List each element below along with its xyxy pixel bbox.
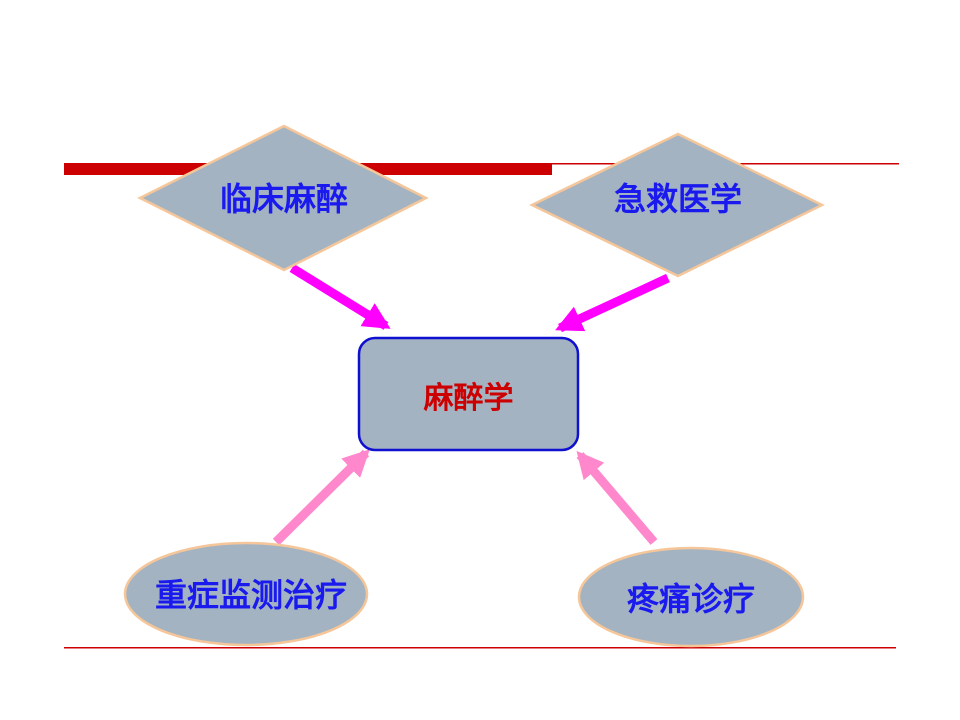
arrow-critical-to-center	[272, 449, 370, 546]
diamond-clinical-anesthesia	[137, 124, 429, 272]
arrow-clinical-to-center	[289, 264, 391, 330]
label-pain-management: 疼痛诊疗	[626, 580, 755, 618]
center-box	[357, 336, 580, 452]
diamond-emergency-medicine	[529, 132, 825, 278]
ellipse-pain-management	[577, 546, 805, 648]
arrow-pain-to-center	[576, 450, 658, 545]
label-clinical-anesthesia: 临床麻醉	[219, 180, 348, 218]
bottom-thin-rule	[64, 647, 896, 649]
label-critical-care: 重症监测治疗	[154, 576, 347, 614]
label-emergency-medicine: 急救医学	[613, 180, 742, 218]
ellipse-critical-care	[123, 541, 369, 647]
label-anesthesiology: 麻醉学	[423, 381, 514, 416]
arrow-emergency-to-center	[555, 273, 670, 333]
